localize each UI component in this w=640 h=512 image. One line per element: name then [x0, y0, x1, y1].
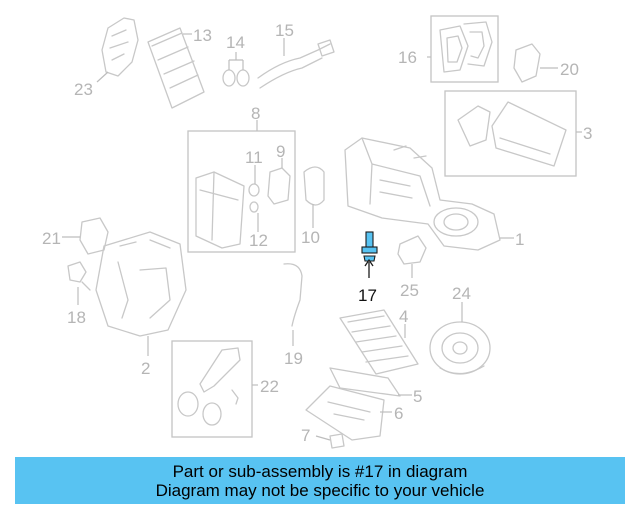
banner-line-2: Diagram may not be specific to your vehi…	[155, 480, 485, 500]
part-3-cover	[444, 90, 582, 177]
callout-1: 1	[515, 230, 524, 249]
part-23-bracket	[96, 17, 139, 83]
callout-6: 6	[394, 404, 403, 423]
part-5-frame	[329, 367, 412, 397]
callout-16: 16	[398, 48, 417, 67]
callout-3: 3	[583, 124, 592, 143]
part-13-filter	[147, 27, 205, 109]
callout-7: 7	[301, 426, 310, 445]
callout-15: 15	[275, 21, 294, 40]
callout-17: 17	[358, 286, 377, 305]
part-25-resistor	[397, 235, 427, 278]
callout-10: 10	[301, 228, 320, 247]
part-6-tray	[305, 385, 392, 441]
callout-19: 19	[284, 349, 303, 368]
callout-20: 20	[560, 60, 579, 79]
callout-23: 23	[74, 80, 93, 99]
part-18-sensor	[67, 261, 91, 305]
callout-5: 5	[413, 387, 422, 406]
part-7-grommet	[315, 433, 345, 449]
part-2-distribution-housing	[95, 231, 187, 356]
part-15-tube	[257, 38, 335, 89]
part-21-actuator	[62, 217, 109, 255]
part-17-fastener-highlighted	[361, 231, 378, 278]
part-24-blower-motor	[429, 302, 491, 375]
callout-21: 21	[42, 229, 61, 248]
callout-9: 9	[276, 142, 285, 161]
info-banner: Part or sub-assembly is #17 in diagram D…	[15, 457, 625, 504]
callout-25: 25	[400, 281, 419, 300]
banner-line-1: Part or sub-assembly is #17 in diagram	[172, 461, 468, 481]
part-14-orings	[222, 52, 250, 87]
part-1-housing	[344, 137, 514, 251]
callout-11: 11	[245, 148, 263, 167]
part-16-seals	[427, 15, 499, 83]
callout-22: 22	[260, 377, 279, 396]
callout-12: 12	[249, 231, 268, 250]
callout-24: 24	[452, 284, 471, 303]
callout-18: 18	[67, 308, 86, 327]
parts-diagram: 23 13 14 15 16 20	[42, 15, 592, 449]
callout-14: 14	[226, 33, 245, 52]
part-8-evaporator-box	[187, 120, 325, 253]
part-4-cabin-filter	[339, 309, 419, 375]
callout-4: 4	[399, 307, 408, 326]
callout-8: 8	[251, 104, 260, 123]
callout-13: 13	[193, 26, 212, 45]
part-22-box	[171, 340, 258, 438]
part-19-hose	[283, 263, 303, 346]
part-20-clip	[513, 43, 558, 83]
callout-2: 2	[141, 359, 150, 378]
